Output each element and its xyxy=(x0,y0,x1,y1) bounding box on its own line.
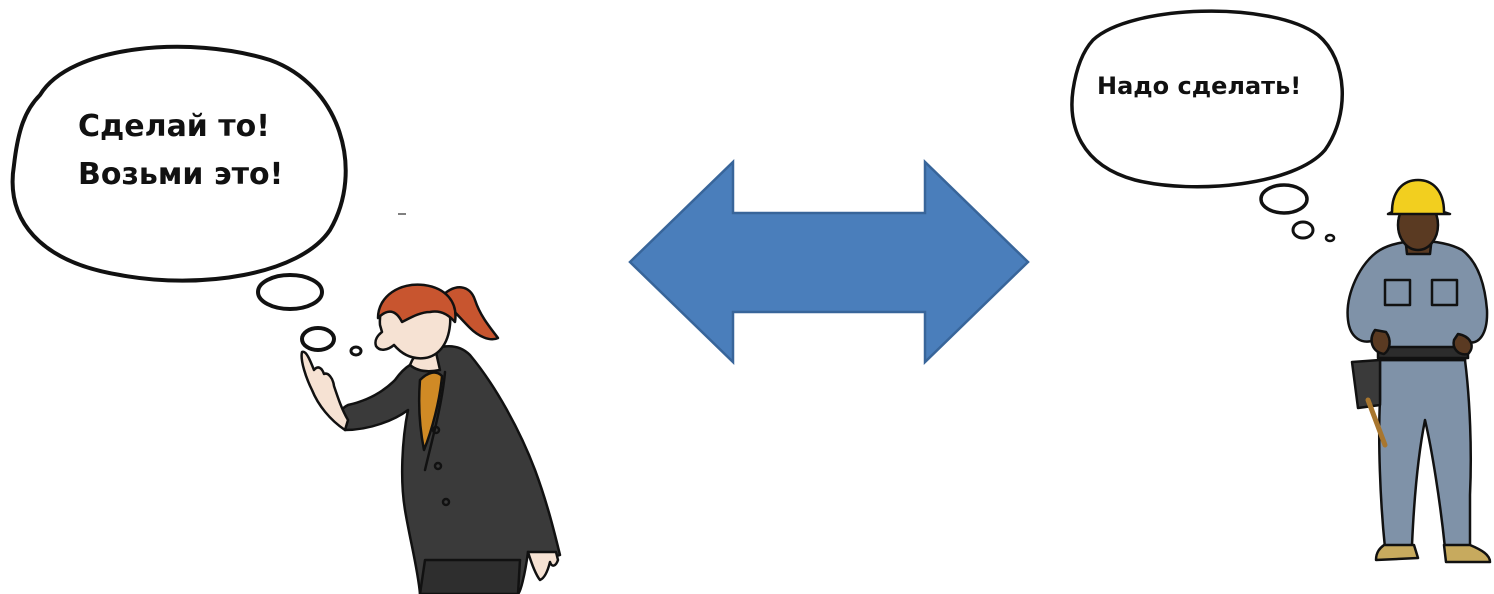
worker-left-hand xyxy=(1372,330,1390,354)
worker-left-boot xyxy=(1376,545,1418,560)
construction-worker-icon xyxy=(1348,180,1490,562)
left-bubble-line-1: Сделай то! xyxy=(78,112,288,142)
left-bubble-dot-small xyxy=(351,347,361,355)
left-bubble-line-2: Возьми это! xyxy=(78,160,288,190)
right-bubble-dot-large xyxy=(1261,185,1307,213)
right-bubble-text: Надо сделать! xyxy=(1097,72,1309,100)
left-bubble-dot-medium xyxy=(302,328,334,350)
businesswoman-pointing-icon xyxy=(302,285,560,594)
woman-suit xyxy=(339,346,560,594)
woman-skirt xyxy=(420,560,520,594)
worker-right-boot xyxy=(1444,545,1490,562)
right-bubble-dot-medium xyxy=(1293,222,1313,238)
right-thought-bubble xyxy=(1072,11,1342,241)
woman-lower-hand xyxy=(528,552,558,580)
worker-legs xyxy=(1379,360,1471,548)
worker-helmet xyxy=(1388,180,1450,214)
right-bubble-dot-small xyxy=(1326,235,1334,241)
double-arrow-icon xyxy=(630,162,1028,362)
left-bubble-dot-large xyxy=(258,275,322,309)
left-thought-bubble xyxy=(13,47,361,355)
woman-hand xyxy=(302,352,348,430)
